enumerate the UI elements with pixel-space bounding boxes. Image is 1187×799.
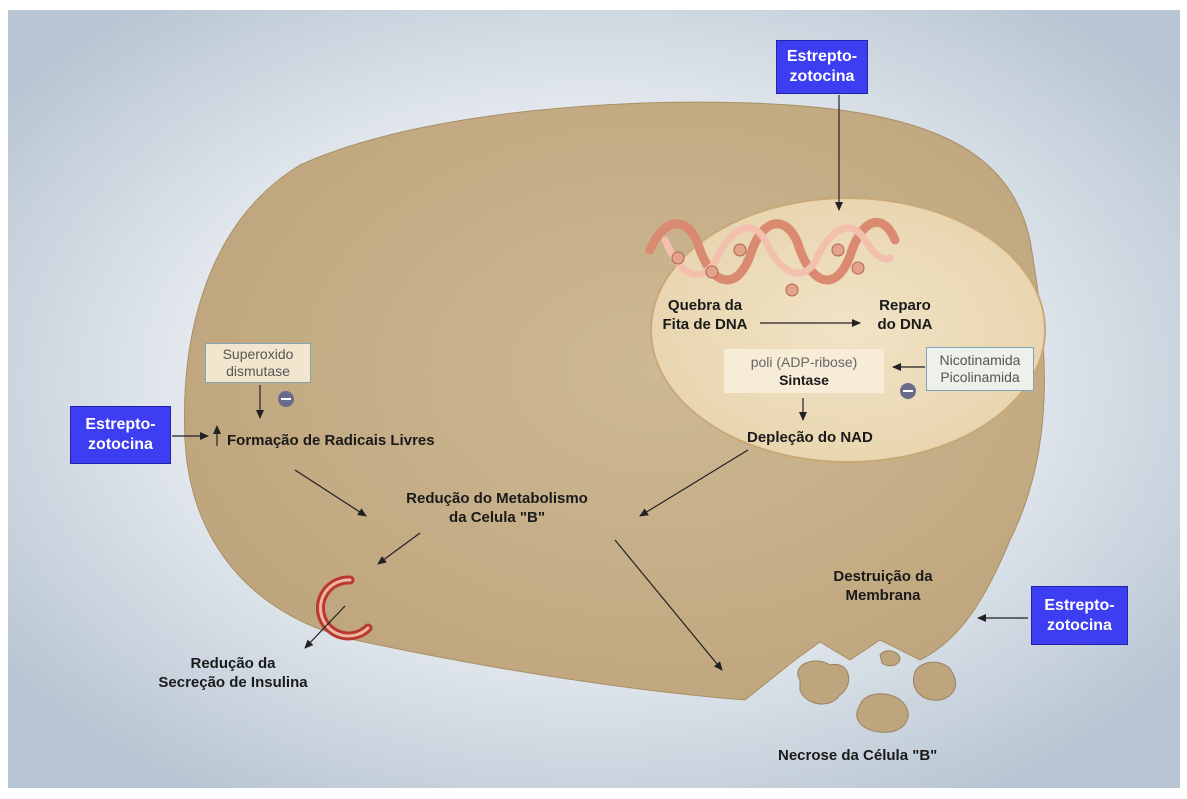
destruicao-label: Destruição da Membrana [833, 568, 933, 604]
deplecao-label: Depleção do NAD [747, 429, 873, 446]
strep-left-label: Estrepto- zotocina [85, 416, 156, 453]
superoxido-box: Superoxido dismutase [205, 343, 311, 383]
arrow-vesicle-to-secrecao [304, 605, 346, 649]
inhibit-marker-nicotinamida [900, 383, 916, 399]
poli-label-line2: Sintase [779, 372, 829, 388]
nicotinamida-box: Nicotinamida Picolinamida [926, 347, 1034, 391]
strep-top-label: Estrepto- zotocina [786, 48, 858, 85]
secrecao-label: Redução da Secreção de Insulina [158, 655, 308, 691]
quebra-label: Quebra da Fita de DNA [662, 297, 748, 333]
strep-box-left: Estrepto- zotocina [70, 406, 171, 464]
reparo-label: Reparo do DNA [877, 297, 933, 333]
poli-sintase-box: poli (ADP-ribose) Sintase [724, 349, 884, 393]
arrow-metabolismo-to-vesicle [377, 532, 421, 565]
inhibit-marker-superoxido [278, 391, 294, 407]
dna-helix-icon [645, 218, 900, 297]
arrow-radicais-to-metabolismo [294, 469, 367, 517]
radicais-label: Formação de Radicais Livres [227, 432, 435, 449]
superoxido-label: Superoxido dismutase [222, 346, 294, 379]
arrow-deplecao-to-metabolismo [639, 449, 749, 517]
nicotinamida-label: Nicotinamida Picolinamida [939, 352, 1021, 385]
necrosis-fragments-icon [797, 650, 957, 733]
necrose-label: Necrose da Célula "B" [778, 747, 938, 764]
arrow-metabolismo-to-necrosis [614, 539, 723, 671]
strep-box-right: Estrepto- zotocina [1031, 586, 1128, 645]
arrows [172, 95, 1028, 671]
strep-box-top: Estrepto- zotocina [776, 40, 868, 94]
strep-right-label: Estrepto- zotocina [1044, 596, 1115, 634]
metabolismo-label: Redução do Metabolismo da Celula "B" [406, 490, 588, 526]
poli-label-line1: poli (ADP-ribose) [750, 354, 858, 370]
